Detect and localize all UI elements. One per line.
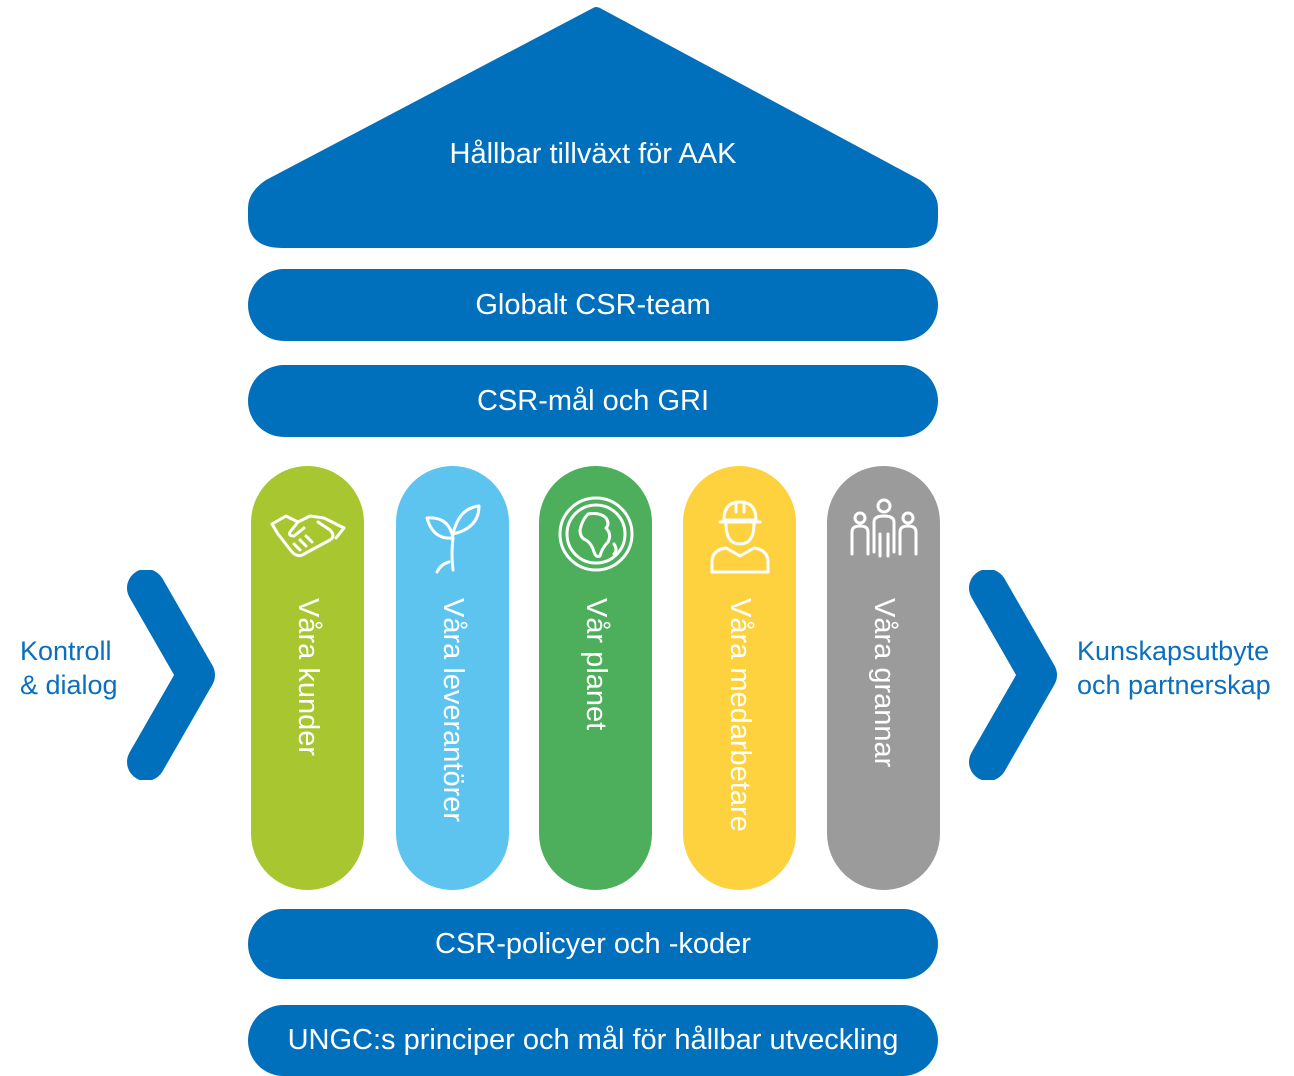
right-side-line2: och partnerskap [1077, 670, 1271, 700]
left-chevron-icon [127, 570, 215, 780]
right-side-text: Kunskapsutbyte och partnerskap [1077, 634, 1271, 702]
globe-icon [558, 496, 633, 572]
left-side-line2: & dialog [20, 670, 118, 700]
band-global-csr-team: Globalt CSR-team [248, 269, 938, 341]
pillar-employees: Våra medarbetare [683, 466, 796, 890]
sprout-icon [425, 504, 480, 574]
worker-icon [710, 500, 769, 574]
pillar-label-neighbours: Våra grannar [867, 598, 900, 768]
pillar-label-suppliers: Våra leverantörer [436, 598, 469, 823]
band-csr-goals: CSR-mål och GRI [248, 365, 938, 437]
pillar-planet: Vår planet [539, 466, 652, 890]
left-side-line1: Kontroll [20, 636, 112, 666]
pillar-customers: Våra kunder [251, 466, 364, 890]
handshake-icon [270, 514, 345, 558]
pillar-label-employees: Våra medarbetare [723, 598, 756, 832]
roof-shape [248, 7, 938, 248]
band-foundation: UNGC:s principer och mål för hållbar utv… [248, 1005, 938, 1076]
family-icon [850, 498, 917, 558]
left-side-text: Kontroll & dialog [20, 634, 118, 702]
band-csr-policies: CSR-policyer och -koder [248, 909, 938, 979]
pillar-suppliers: Våra leverantörer [396, 466, 509, 890]
pillar-label-planet: Vår planet [579, 598, 612, 731]
pillar-neighbours: Våra grannar [827, 466, 940, 890]
right-side-line1: Kunskapsutbyte [1077, 636, 1270, 666]
right-chevron-icon [969, 570, 1057, 780]
roof-title: Hållbar tillväxt för AAK [449, 138, 737, 170]
pillar-label-customers: Våra kunder [291, 598, 324, 756]
